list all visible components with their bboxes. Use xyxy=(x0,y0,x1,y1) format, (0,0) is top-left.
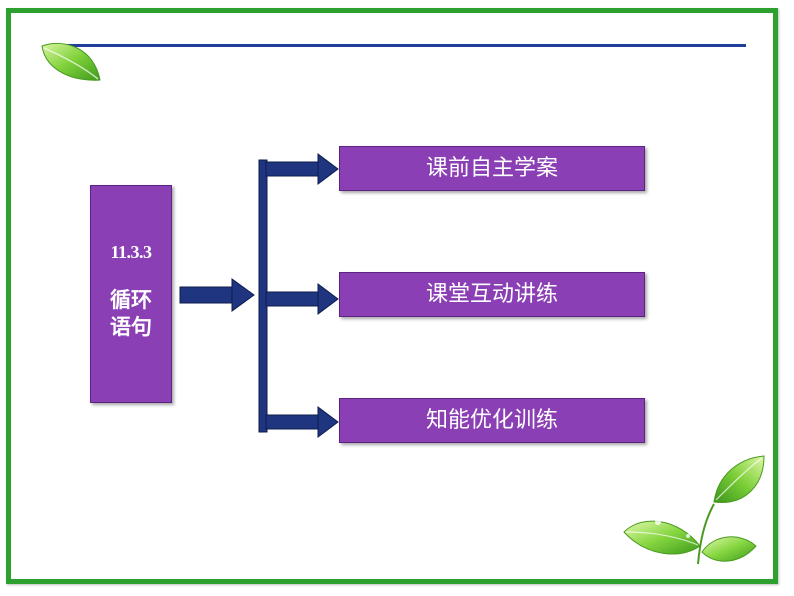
leaf-icon xyxy=(41,42,101,81)
branch-arrow-3 xyxy=(265,406,339,438)
branch-arrow-2 xyxy=(265,283,339,315)
branch-arrow-1 xyxy=(265,153,339,185)
section-button-preview[interactable]: 课前自主学案 xyxy=(339,146,645,191)
lesson-number: 11.3.3 xyxy=(110,242,152,262)
sprout-icon xyxy=(623,455,765,565)
section-button-interactive[interactable]: 课堂互动讲练 xyxy=(339,272,645,317)
main-arrow xyxy=(179,278,255,312)
lesson-title-box: 11.3.3 循环语句 xyxy=(90,185,172,403)
slide-frame xyxy=(6,8,778,584)
lesson-name: 循环语句 xyxy=(110,288,152,339)
header-rule xyxy=(58,44,746,47)
section-button-practice[interactable]: 知能优化训练 xyxy=(339,398,645,443)
